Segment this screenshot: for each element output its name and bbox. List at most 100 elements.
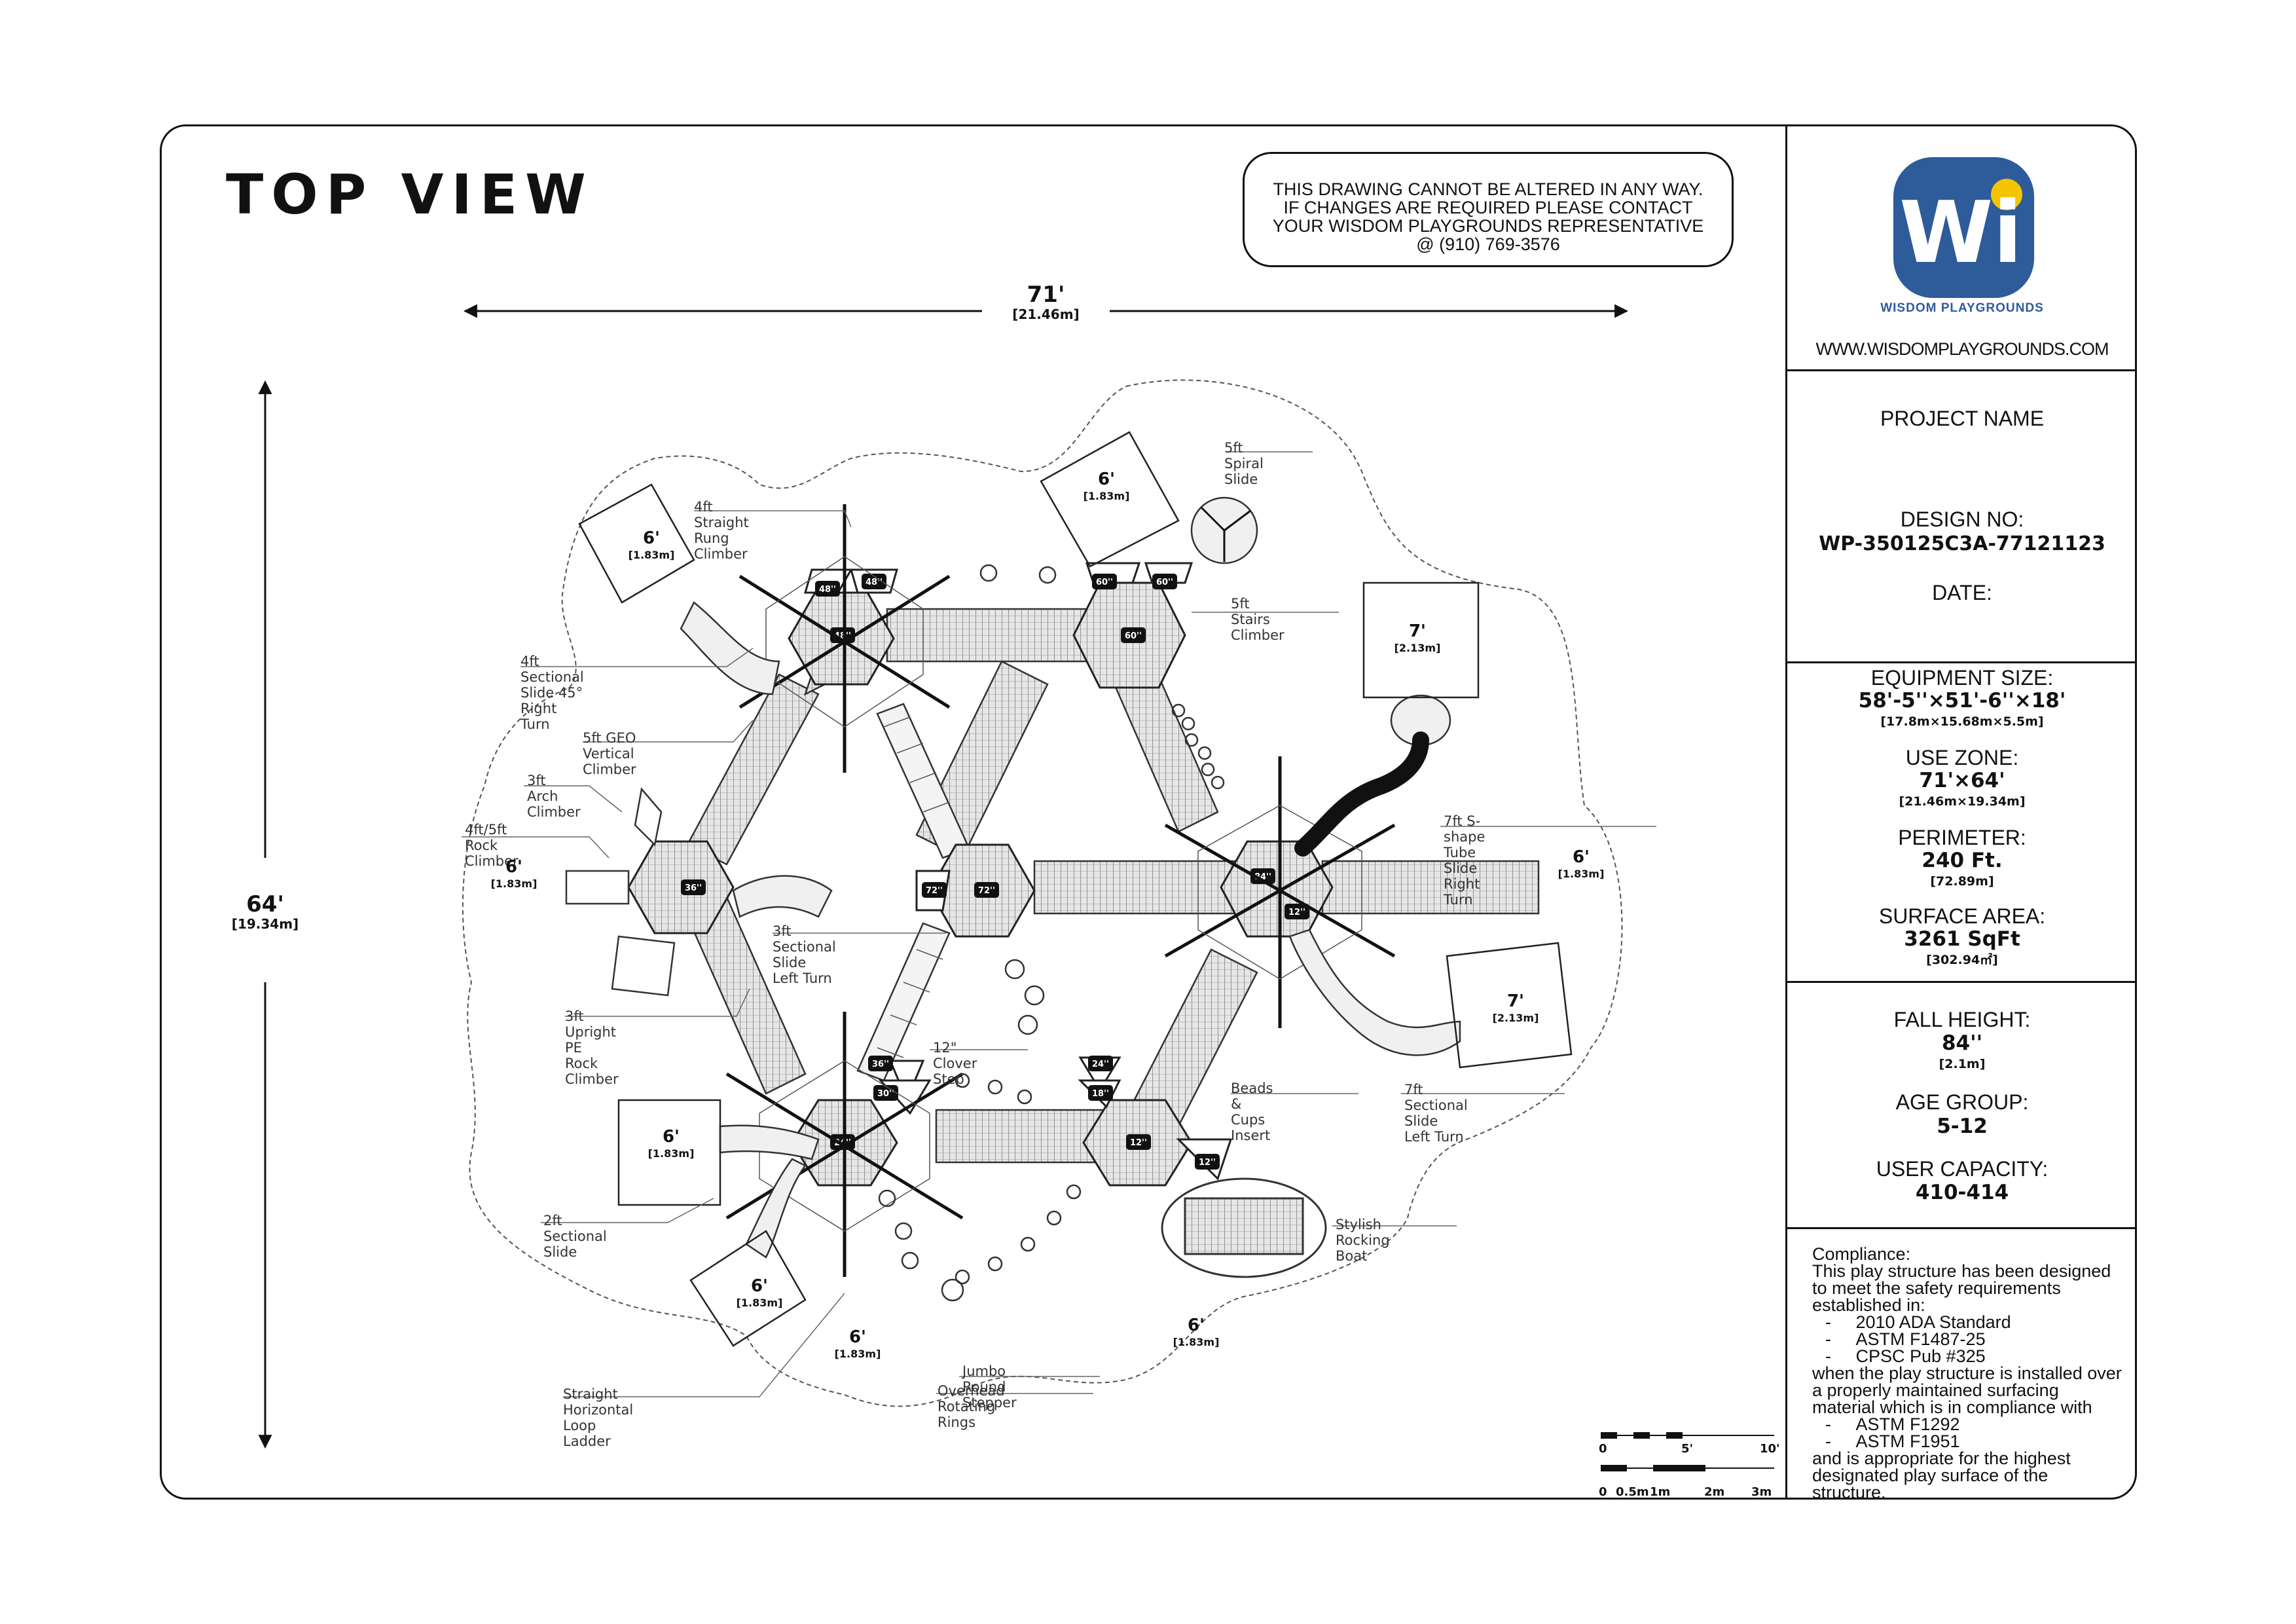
- label-arch-climber: 3ft Arch Climber: [527, 773, 581, 820]
- clearance-ft: 6': [1572, 847, 1590, 867]
- clearance-ft: 6': [1097, 470, 1116, 489]
- label-sectional-slide-45: 4ft Sectional Slide 45° Right Turn: [520, 654, 584, 732]
- wisdom-logo: Wi: [1893, 157, 2034, 298]
- label-rocking-boat: Stylish Rocking Boat: [1336, 1217, 1390, 1264]
- surface-area: 3261 SqFt: [1904, 927, 2020, 951]
- clearance-ft: 7': [1408, 621, 1427, 641]
- clearance-ft: 6': [750, 1276, 769, 1296]
- clearance-ft: 6': [505, 857, 523, 877]
- logo-letter: Wi: [1899, 183, 2022, 282]
- label-2ft-sectional-slide: 2ft Sectional Slide: [543, 1213, 607, 1260]
- scale-m-2: 2m: [1704, 1485, 1725, 1499]
- compliance-intro: This play structure has been designed to…: [1812, 1261, 2111, 1315]
- surface-area-m: [302.94㎡]: [1926, 953, 1998, 967]
- deck-height-label: 30'': [877, 1089, 894, 1099]
- label-sectional-slide-7ft: 7ft Sectional Slide Left Turn: [1404, 1082, 1468, 1145]
- use-zone-m: [21.46m×19.34m]: [1899, 794, 2026, 809]
- overall-width-dimension: 71' [21.46m]: [995, 283, 1097, 322]
- notice-line: IF CHANGES ARE REQUIRED PLEASE CONTACT: [1283, 198, 1693, 217]
- scale-m-0: 0: [1599, 1485, 1607, 1499]
- compliance-block: Compliance: This play structure has been…: [1812, 1244, 2126, 1502]
- label-loop-ladder: Straight Horizontal Loop Ladder: [563, 1386, 634, 1449]
- clearance-dimension: 6'[1.83m]: [1080, 470, 1133, 504]
- scale-ft-5: 5': [1681, 1442, 1694, 1456]
- scale-bar: [1601, 1432, 1774, 1471]
- user-capacity: 410-414: [1915, 1181, 2009, 1204]
- clearance-m: [1.83m]: [1558, 868, 1605, 880]
- divider-project: [1785, 661, 2137, 663]
- clearance-m: [1.83m]: [736, 1297, 783, 1309]
- date-label: DATE:: [1932, 581, 1992, 604]
- deck-height-label: 60'': [1125, 631, 1142, 641]
- clearance-m: [1.83m]: [1173, 1336, 1220, 1348]
- drawing-frame: [160, 124, 2137, 1500]
- label-upright-rock-climber: 3ft Upright PE Rock Climber: [565, 1008, 619, 1087]
- perimeter-m: [72.89m]: [1930, 874, 1994, 889]
- deck-height-label: 24'': [1092, 1060, 1109, 1069]
- design-no-label: DESIGN NO:: [1900, 507, 2024, 531]
- deck-height-label: 36'': [872, 1060, 889, 1069]
- perimeter: 240 Ft.: [1922, 849, 2003, 872]
- compliance-outro: and is appropriate for the highest desig…: [1812, 1449, 2071, 1502]
- use-zone-boundary: [462, 379, 1623, 1407]
- age-group: 5-12: [1937, 1115, 1988, 1138]
- deck-height-label: 12'': [1130, 1138, 1147, 1148]
- label-sectional-slide-left: 3ft Sectional Slide Left Turn: [773, 923, 836, 986]
- notice-line: THIS DRAWING CANNOT BE ALTERED IN ANY WA…: [1273, 179, 1704, 199]
- label-s-shape-tube-slide: 7ft S-shape Tube Slide Right Turn: [1444, 813, 1485, 908]
- equipment-size-label: EQUIPMENT SIZE:: [1870, 666, 2054, 690]
- clearance-dimension: 6'[1.83m]: [1170, 1316, 1222, 1350]
- label-spiral-slide: 5ft Spiral Slide: [1224, 440, 1264, 487]
- clearance-m: [1.83m]: [490, 877, 538, 890]
- user-capacity-label: USER CAPACITY:: [1876, 1157, 2049, 1181]
- clearance-m: [1.83m]: [647, 1147, 695, 1160]
- website-link[interactable]: WWW.WISDOMPLAYGROUNDS.COM: [1815, 339, 2109, 359]
- scale-ft-10: 10': [1760, 1442, 1780, 1456]
- clearance-m: [2.13m]: [1492, 1012, 1539, 1024]
- project-name-label: PROJECT NAME: [1880, 407, 2045, 430]
- compliance-standard: - CPSC Pub #325: [1825, 1346, 1986, 1366]
- clearance-dimension: 7'[2.13m]: [1391, 622, 1444, 656]
- label-straight-rung-climber: 4ft Straight Rung Climber: [694, 499, 749, 562]
- age-group-label: AGE GROUP:: [1895, 1090, 2029, 1114]
- clearance-dimension: 6'[1.83m]: [831, 1328, 884, 1362]
- scale-m-1: 1m: [1650, 1485, 1671, 1499]
- fall-height: 84'': [1941, 1031, 1983, 1055]
- fall-height-m: [2.1m]: [1939, 1057, 1986, 1071]
- label-jumbo-round-stepper: Jumbo Round Stepper: [962, 1363, 1017, 1411]
- deck-height-label: 18'': [1092, 1089, 1109, 1099]
- clearance-dimension: 6'[1.83m]: [645, 1128, 697, 1162]
- alteration-notice: THIS DRAWING CANNOT BE ALTERED IN ANY WA…: [1243, 152, 1734, 267]
- compliance-standard: - ASTM F1487-25: [1825, 1329, 1986, 1349]
- deck-height-label: 60'': [1156, 578, 1173, 587]
- perimeter-label: PERIMETER:: [1898, 826, 2026, 849]
- compliance-heading: Compliance:: [1812, 1244, 1911, 1264]
- label-rock-climber: 4ft/5ft Rock Climber: [465, 822, 519, 869]
- compliance-standard: - 2010 ADA Standard: [1825, 1312, 2011, 1332]
- deck-height-label: 36'': [685, 883, 702, 893]
- clearance-dimension: 6'[1.83m]: [488, 858, 540, 892]
- deck-height-label: 12'': [1199, 1158, 1216, 1168]
- label-overhead-rotating-rings: Overhead Rotating Rings: [938, 1383, 1005, 1430]
- clearance-dimension: 6'[1.83m]: [625, 529, 678, 563]
- equipment-size: 58'-5''×51'-6''×18': [1858, 689, 2066, 712]
- clearance-ft: 6': [642, 528, 661, 548]
- use-zone-label: USE ZONE:: [1905, 746, 2019, 769]
- divider-fall: [1785, 1227, 2137, 1229]
- label-beads-cups-insert: Beads & Cups Insert: [1231, 1080, 1273, 1143]
- label-geo-vertical-climber: 5ft GEO Vertical Climber: [583, 730, 636, 777]
- overall-height-dimension: 64' [19.34m]: [219, 893, 311, 932]
- brand-name: WISDOM PLAYGROUNDS: [1880, 301, 2044, 315]
- divider-logo: [1785, 369, 2137, 371]
- notice-line: YOUR WISDOM PLAYGROUNDS REPRESENTATIVE: [1272, 216, 1704, 236]
- clearance-m: [1.83m]: [628, 549, 675, 561]
- clearance-ft: 6': [662, 1127, 680, 1147]
- divider-size: [1785, 981, 2137, 983]
- deck-height-label: 48'': [866, 578, 883, 587]
- clearance-ft: 6': [848, 1327, 867, 1347]
- use-zone: 71'×64': [1919, 769, 2005, 792]
- clearance-dimension: 7'[2.13m]: [1489, 992, 1542, 1026]
- clearance-dimension: 6'[1.83m]: [1555, 848, 1607, 882]
- scale-ft-0: 0: [1599, 1442, 1607, 1456]
